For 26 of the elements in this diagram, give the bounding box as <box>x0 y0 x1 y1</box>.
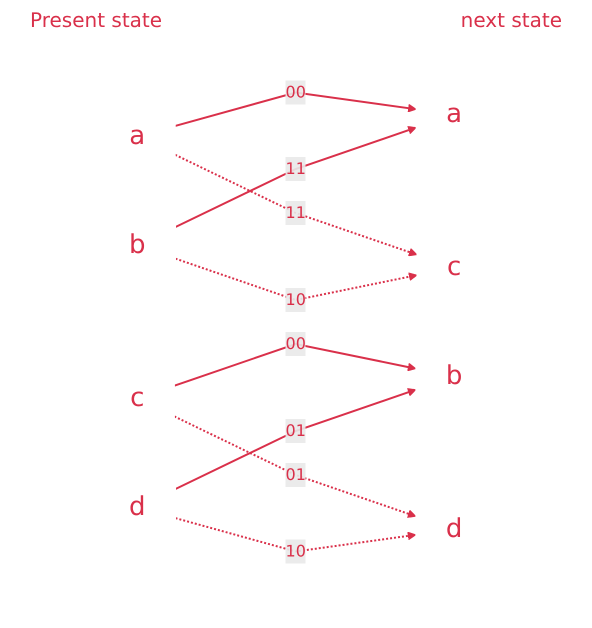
edge-label: 10 <box>286 542 306 560</box>
column-heading: Present state <box>30 8 162 32</box>
edge-label: 01 <box>286 421 306 440</box>
edge-label: 11 <box>286 159 306 178</box>
edge-label: 00 <box>286 82 306 102</box>
node-text: d <box>446 514 463 544</box>
arrow <box>175 388 417 490</box>
arrow <box>175 154 418 256</box>
node-text: a <box>446 99 462 129</box>
edge-label: 10 <box>286 290 306 309</box>
arrow <box>175 258 418 302</box>
arrow <box>174 342 417 387</box>
node-text: c <box>130 383 145 413</box>
node-text: c <box>447 252 462 282</box>
node-text: b <box>446 361 463 391</box>
arrow <box>175 91 417 127</box>
column-heading: next state <box>460 8 562 32</box>
node-text: b <box>129 230 146 260</box>
edge-label: 11 <box>286 203 306 222</box>
arrow <box>175 126 417 228</box>
edge-label: 00 <box>286 334 306 353</box>
arrow <box>174 416 417 518</box>
node-text: a <box>130 121 146 151</box>
arrow <box>176 517 417 553</box>
node-text: d <box>129 492 146 522</box>
edge-label: 01 <box>286 465 306 484</box>
